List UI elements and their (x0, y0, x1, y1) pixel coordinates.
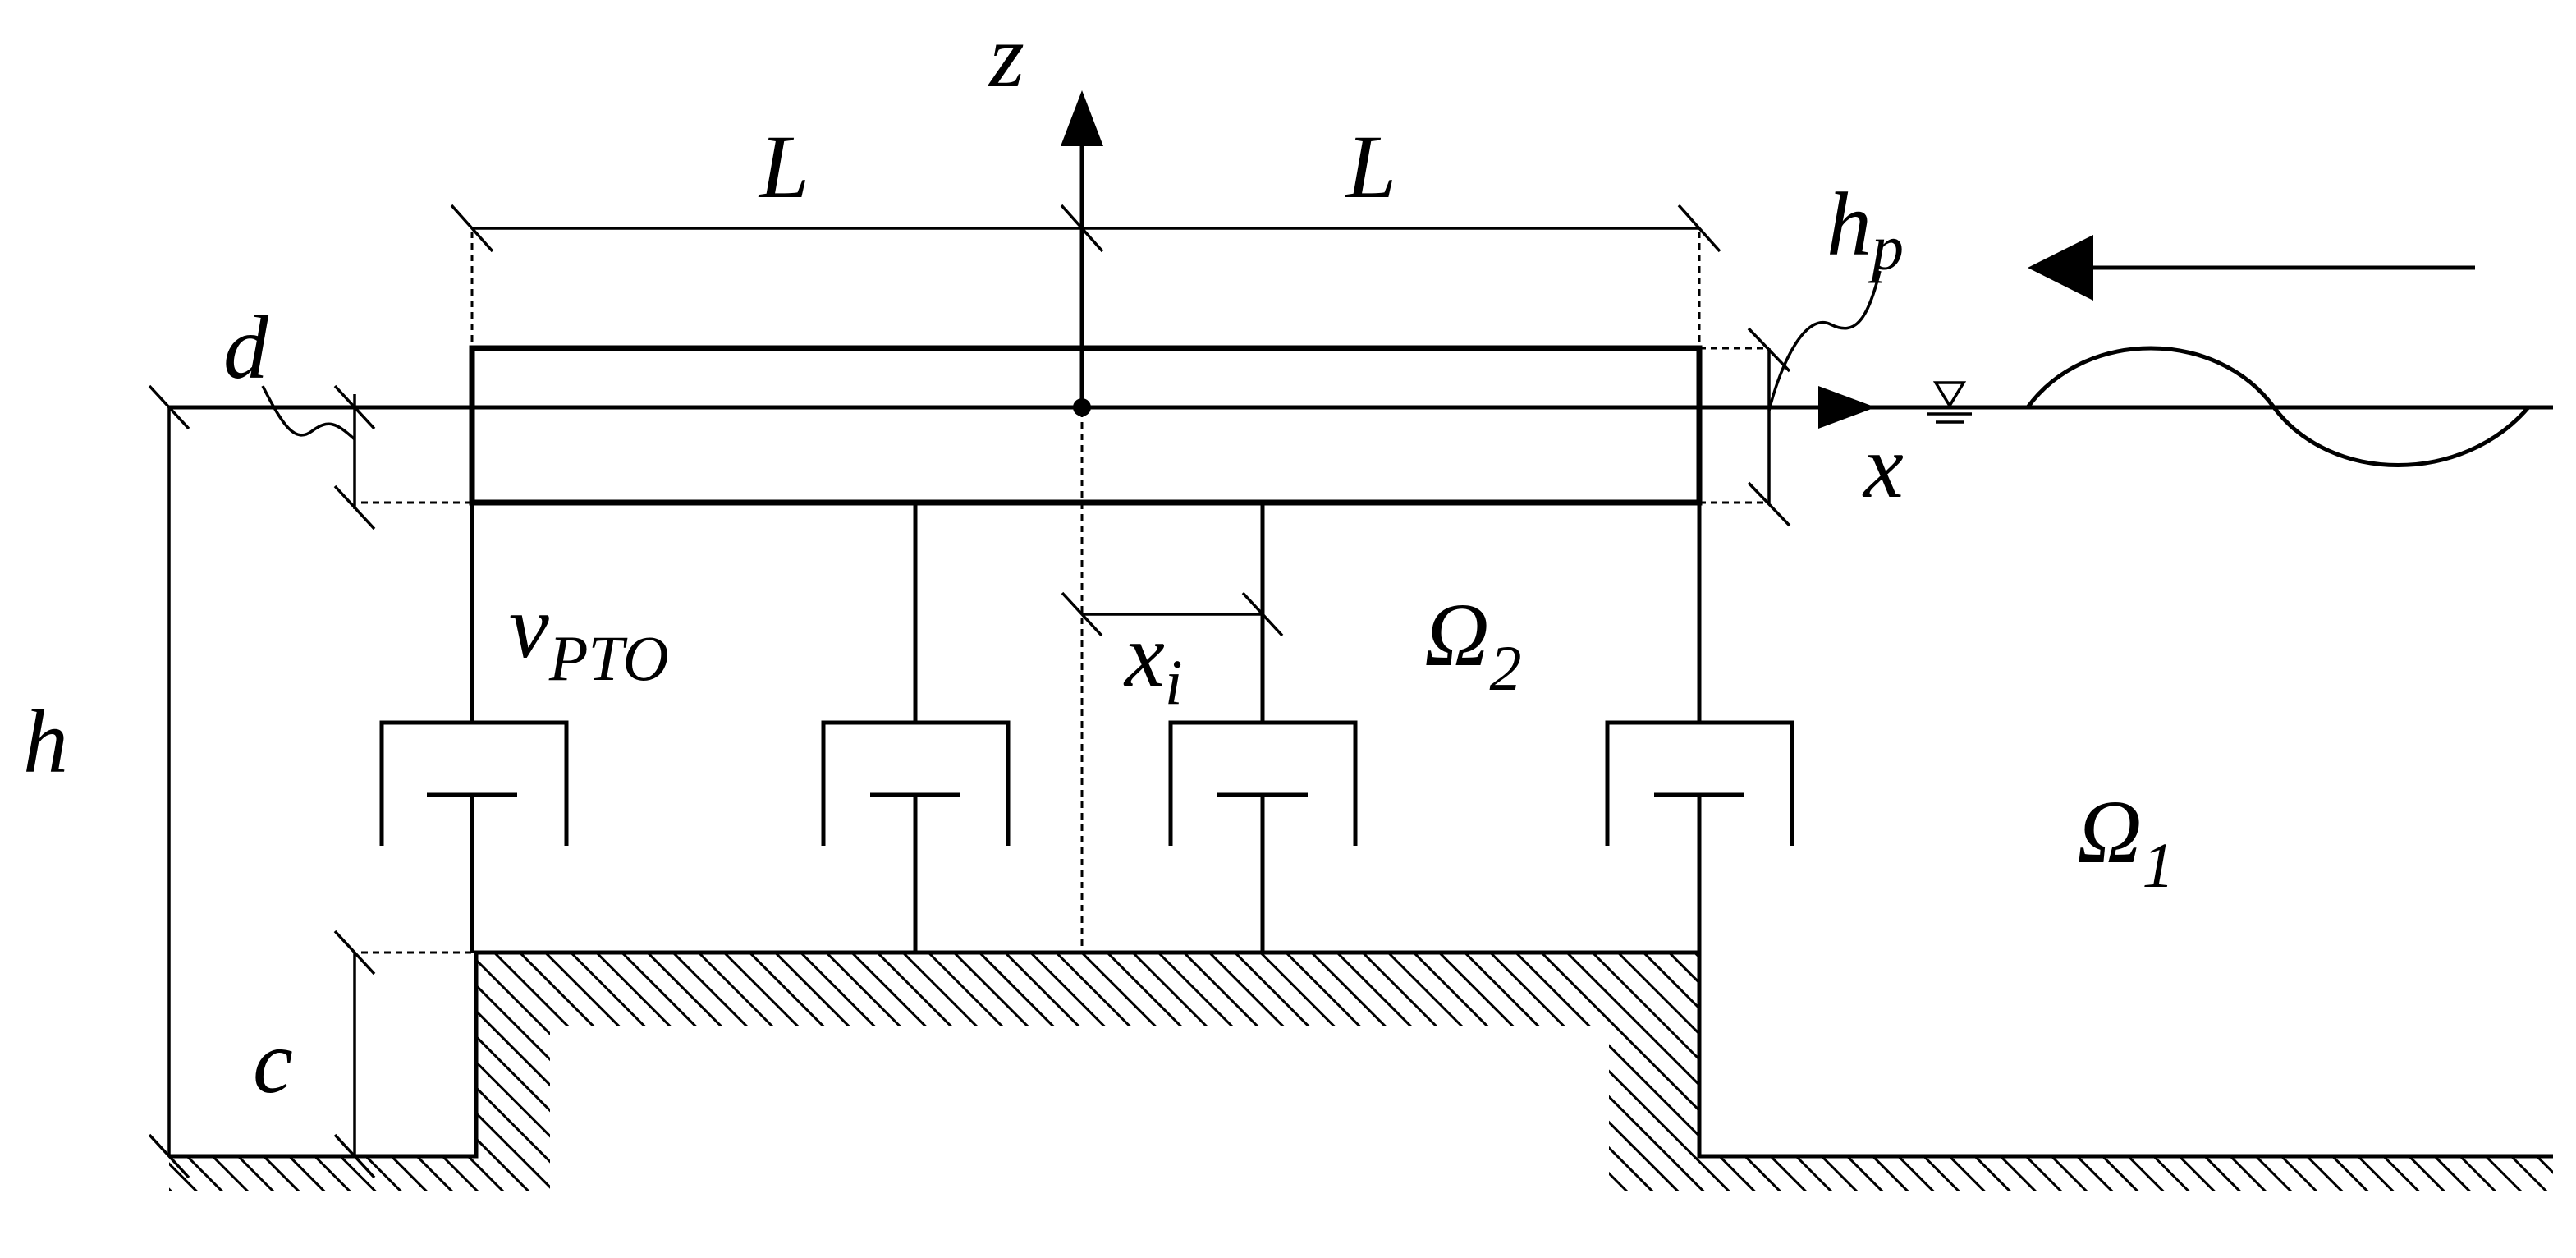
draft-dimension (261, 384, 472, 530)
floating-plate (469, 345, 1703, 506)
pto-position-sub: i (1165, 646, 1183, 718)
draft-label: d (223, 297, 269, 397)
region-outer-label: Ω1 (2077, 782, 2175, 901)
x-axis-arrowhead (1818, 386, 1876, 429)
x-axis-label: x (1862, 416, 1904, 517)
water-level-symbol (1927, 381, 1972, 424)
region-inner-label: Ω2 (1424, 585, 1522, 704)
wave-profile (2025, 346, 2530, 467)
length-dimension (450, 204, 1721, 348)
origin-dot (1073, 398, 1091, 416)
thickness-label: hp (1827, 174, 1904, 283)
region-outer-base: Ω (2077, 782, 2143, 882)
draft-leader (261, 385, 356, 441)
pto-damper (379, 503, 569, 953)
water-line (169, 381, 2553, 429)
depth-label: h (23, 691, 68, 792)
z-axis-label: z (988, 6, 1024, 106)
thickness-leader (1767, 270, 1882, 411)
region-outer-sub: 1 (2143, 829, 2175, 901)
region-inner-sub: 2 (1490, 632, 1522, 704)
seabed-outline (169, 950, 2553, 1159)
seabed-hatch-step (476, 953, 1699, 1191)
pto-position-dimension (1061, 591, 1284, 637)
pto-damper (821, 503, 1011, 953)
plate-body (469, 345, 1703, 506)
region-inner-base: Ω (1424, 585, 1490, 685)
pto-damping-sub: PTO (548, 622, 669, 694)
pto-damping-label: vPTO (509, 576, 669, 694)
seabed-hatch-left (169, 1156, 476, 1191)
pto-position-label: xi (1123, 605, 1183, 718)
pto-damper (1168, 503, 1358, 953)
thickness-dimension (1699, 270, 1882, 527)
thickness-label-base: h (1827, 174, 1872, 274)
incident-wave (2025, 235, 2530, 467)
thickness-label-sub: p (1868, 212, 1904, 283)
z-axis (1061, 90, 1103, 953)
pto-damping-base: v (509, 576, 549, 677)
pto-position-base: x (1123, 605, 1165, 705)
length-label-right: L (1345, 117, 1396, 217)
depth-dimension (148, 384, 190, 1179)
z-axis-arrowhead (1061, 90, 1103, 146)
wave-direction-arrowhead (2028, 235, 2093, 301)
gap-label: c (253, 1012, 293, 1112)
seabed (169, 950, 2553, 1191)
length-label-left: L (758, 117, 809, 217)
pto-damper (1605, 503, 1794, 953)
gap-dimension (333, 930, 476, 1179)
seabed-hatch-right (1699, 1156, 2553, 1191)
